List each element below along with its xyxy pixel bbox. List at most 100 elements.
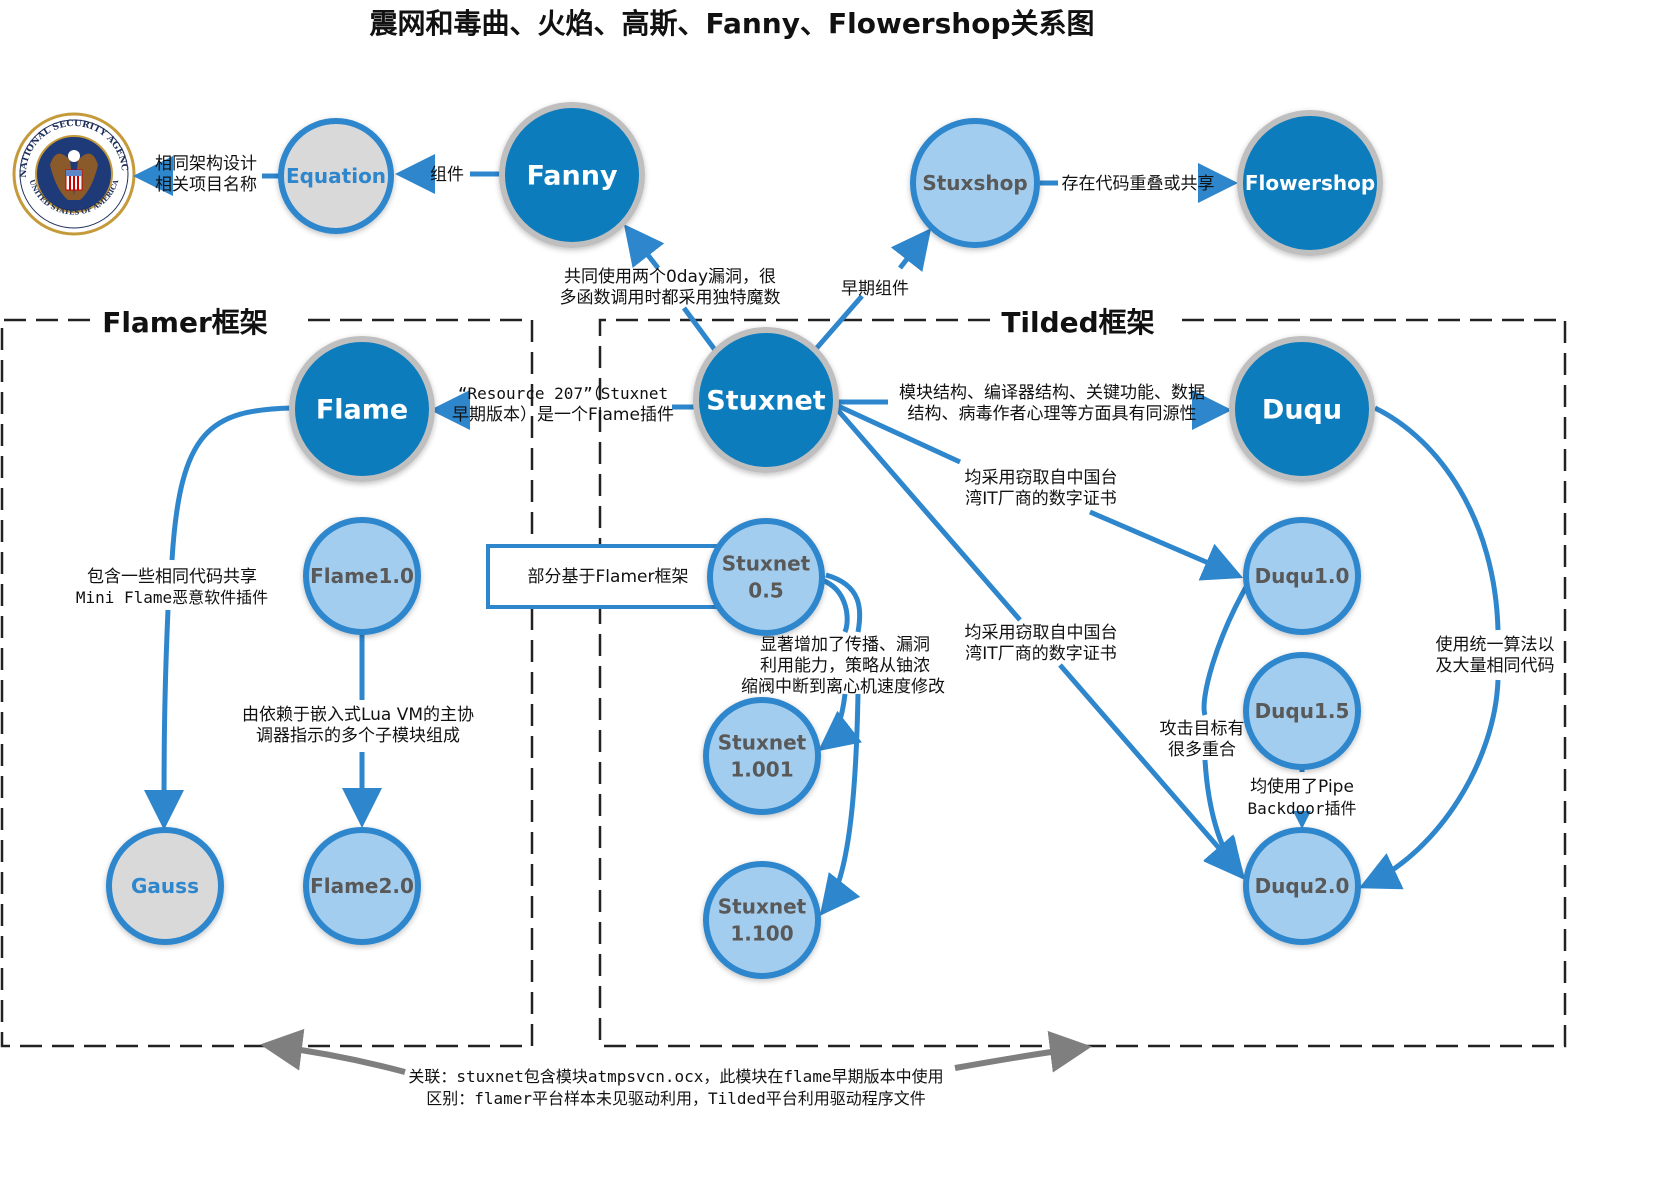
node-flame: Flame <box>289 336 435 482</box>
edge-stuxnet-to-fanny-lower <box>681 306 718 352</box>
tilded-frame: Tilded框架 <box>598 306 1567 1048</box>
edge-duqu10-to-duqu20 <box>1202 759 1245 880</box>
node-flame10: Flame1.0 <box>303 517 421 635</box>
label-stuxnet05-to-later-3: 缩阀中断到离心机速度修改 <box>741 677 945 697</box>
label-duqu-to-duqu20-2: 及大量相同代码 <box>1436 656 1555 676</box>
node-stuxnet1001-label: 1.001 <box>730 758 793 782</box>
node-stuxnet: Stuxnet <box>693 327 839 473</box>
node-stuxshop-label: Stuxshop <box>922 171 1027 195</box>
node-fanny-circle <box>499 102 645 248</box>
node-stuxnet1001: Stuxnet 1.001 <box>703 697 821 815</box>
node-stuxnet1100-label: 1.100 <box>730 922 793 946</box>
footer-arrow-right <box>954 1030 1092 1073</box>
node-flame10-label: Flame1.0 <box>310 564 414 588</box>
node-duqu10-circle <box>1243 517 1361 635</box>
node-fanny: Fanny <box>499 102 645 248</box>
node-duqu10: Duqu1.0 <box>1243 517 1361 635</box>
edge-stuxnet05-to-later-a-upper <box>820 577 850 633</box>
edge-stuxnet-to-duqu20-upper <box>834 406 1022 622</box>
label-duqu15-to-duqu20-2: Backdoor插件 <box>1247 799 1356 818</box>
label-equation-to-nsa-1: 相同架构设计 <box>155 154 257 174</box>
node-duqu: Duqu <box>1229 336 1375 482</box>
label-duqu10-to-duqu20-1: 攻击目标有 <box>1160 719 1245 739</box>
label-stuxnet05-box: 部分基于Flamer框架 <box>528 567 689 587</box>
edges <box>133 154 1501 916</box>
label-stuxnet-to-duqu20-1: 均采用窃取自中国台 <box>965 623 1118 643</box>
label-flame-to-gauss-2: Mini Flame恶意软件插件 <box>76 588 268 607</box>
edge-stuxnet05-to-stuxnet1100 <box>819 693 861 916</box>
node-stuxnet-label: Stuxnet <box>706 385 826 416</box>
label-duqu10-to-duqu20-2: 很多重合 <box>1168 740 1236 760</box>
node-duqu20-label: Duqu2.0 <box>1255 874 1350 898</box>
label-stuxnet-to-flame-1: “Resource 207”（Stuxnet <box>458 384 668 403</box>
edge-stuxnet05-to-stuxnet1001 <box>818 693 862 752</box>
edge-stuxnet-to-stuxshop-lower <box>813 294 864 352</box>
edge-stuxnet-to-duqu20 <box>1058 663 1245 878</box>
node-flame20: Flame2.0 <box>303 827 421 945</box>
node-fanny-label: Fanny <box>526 160 618 191</box>
node-duqu20: Duqu2.0 <box>1243 827 1361 945</box>
node-duqu15-label: Duqu1.5 <box>1255 699 1350 723</box>
node-equation-circle <box>278 118 394 234</box>
node-duqu20-circle <box>1243 827 1361 945</box>
node-gauss: Gauss <box>106 827 224 945</box>
label-duqu15-to-duqu20-1: 均使用了Pipe <box>1250 776 1354 797</box>
node-flame-label: Flame <box>316 394 408 425</box>
edge-duqu-to-duqu20 <box>1358 679 1501 890</box>
label-stuxnet-to-duqu10-2: 湾IT厂商的数字证书 <box>965 489 1116 509</box>
label-equation-to-nsa-2: 相关项目名称 <box>155 175 257 195</box>
label-duqu-to-duqu20-1: 使用统一算法以 <box>1436 634 1555 655</box>
node-duqu10-label: Duqu1.0 <box>1255 564 1350 588</box>
edge-duqu-to-duqu20-upper <box>1373 405 1501 631</box>
tilded-frame-title: Tilded框架 <box>1001 306 1154 339</box>
label-stuxnet-to-duqu20-2: 湾IT厂商的数字证书 <box>965 644 1116 664</box>
label-flame10-to-flame20-1: 由依赖于嵌入式Lua VM的主协 <box>242 705 474 725</box>
label-stuxnet-to-fanny-2: 多函数调用时都采用独特魔数 <box>560 288 781 308</box>
edge-stuxnet-to-stuxshop <box>890 228 932 272</box>
node-duqu-label: Duqu <box>1262 394 1342 425</box>
node-flowershop-label: Flowershop <box>1245 171 1375 195</box>
label-stuxnet05-to-later-2: 利用能力，策略从铀浓 <box>760 656 930 676</box>
edge-stuxnet-to-duqu10-upper <box>834 402 962 465</box>
label-stuxnet-to-duqu-2: 结构、病毒作者心理等方面具有同源性 <box>908 404 1197 424</box>
label-stuxnet-to-duqu-1: 模块结构、编译器结构、关键功能、数据 <box>899 383 1205 403</box>
label-stuxnet05-to-later-1: 显著增加了传播、漏洞 <box>760 635 930 655</box>
label-stuxnet-to-fanny-1: 共同使用两个0day漏洞，很 <box>564 266 776 287</box>
edge-flame-to-gauss-upper <box>169 405 293 561</box>
node-gauss-circle <box>106 827 224 945</box>
node-equation-label: Equation <box>286 164 386 188</box>
label-stuxnet-to-duqu10-1: 均采用窃取自中国台 <box>965 468 1118 488</box>
node-stuxnet1100-circle <box>703 861 821 979</box>
label-stuxnet-to-flame-2: 早期版本）是一个Flame插件 <box>452 405 674 425</box>
node-flame20-circle <box>303 827 421 945</box>
footer-difference: 区别：flamer平台样本未见驱动利用，Tilded平台利用驱动程序文件 <box>426 1089 926 1108</box>
label-stuxnet-to-stuxshop: 早期组件 <box>841 279 909 299</box>
node-equation: Equation <box>278 118 394 234</box>
node-stuxnet1001-label: Stuxnet <box>718 731 807 755</box>
node-gauss-label: Gauss <box>131 874 199 898</box>
nsa-seal-logo: NATIONAL SECURITY AGENCY UNITED STATES O… <box>0 0 136 236</box>
flamer-frame: Flamer框架 <box>0 306 534 1048</box>
footer-arrow-left <box>260 1028 406 1075</box>
edge-labels: 相同架构设计 相关项目名称 组件 存在代码重叠或共享 共同使用两个0day漏洞，… <box>76 154 1555 818</box>
edge-stuxnet-to-fanny <box>623 224 665 270</box>
node-flame10-circle <box>303 517 421 635</box>
node-flowershop: Flowershop <box>1237 110 1383 256</box>
flamer-frame-title: Flamer框架 <box>102 306 268 339</box>
node-stuxshop: Stuxshop <box>910 118 1040 248</box>
label-stuxshop-to-flowershop: 存在代码重叠或共享 <box>1062 174 1215 194</box>
node-duqu15-circle <box>1243 652 1361 770</box>
node-stuxnet05-label: 0.5 <box>748 579 783 603</box>
edge-flame-to-gauss <box>144 609 185 830</box>
node-flame-circle <box>289 336 435 482</box>
node-flowershop-circle <box>1237 110 1383 256</box>
node-stuxnet-circle <box>693 327 839 473</box>
label-fanny-to-equation: 组件 <box>430 165 464 185</box>
edge-duqu10-to-duqu20-upper <box>1201 578 1253 716</box>
node-duqu-circle <box>1229 336 1375 482</box>
label-flame-to-gauss-1: 包含一些相同代码共享 <box>87 567 257 587</box>
